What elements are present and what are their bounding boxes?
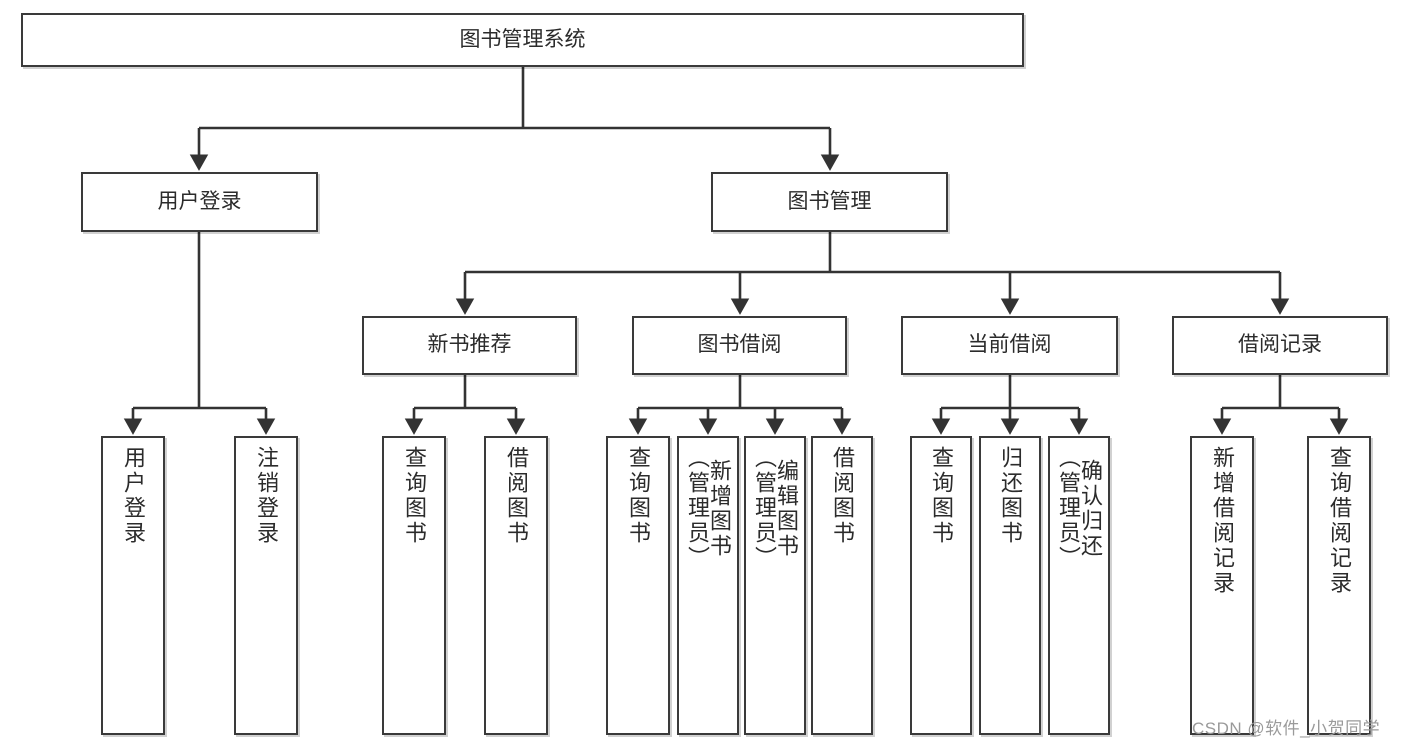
leaf-confirm-return-admin-label: 确认归还 （管理员） xyxy=(1056,446,1103,571)
leaf-user-login[interactable]: 用户登录 xyxy=(101,436,165,735)
leaf-borrow-books-borrow-label: 借阅图书 xyxy=(830,446,855,546)
leaf-return-books[interactable]: 归还图书 xyxy=(979,436,1041,735)
csdn-watermark: CSDN @软件_小贺同学 xyxy=(1192,719,1381,738)
leaf-query-books-current[interactable]: 查询图书 xyxy=(910,436,972,735)
node-new-book-recommend[interactable]: 新书推荐 xyxy=(362,316,577,375)
leaf-add-book-admin-label: 新增图书 （管理员） xyxy=(685,446,732,571)
node-borrow-records-label: 借阅记录 xyxy=(1238,333,1322,357)
node-new-book-recommend-label: 新书推荐 xyxy=(427,333,512,357)
node-current-borrow-label: 当前借阅 xyxy=(967,333,1052,357)
leaf-add-borrow-record-label: 新增借阅记录 xyxy=(1210,446,1235,596)
leaf-borrow-books-recommend-label: 借阅图书 xyxy=(504,446,529,546)
leaf-borrow-books-borrow[interactable]: 借阅图书 xyxy=(811,436,873,735)
node-current-borrow[interactable]: 当前借阅 xyxy=(901,316,1118,375)
leaf-add-borrow-record[interactable]: 新增借阅记录 xyxy=(1190,436,1254,735)
leaf-add-book-admin[interactable]: 新增图书 （管理员） xyxy=(677,436,739,735)
leaf-query-borrow-record[interactable]: 查询借阅记录 xyxy=(1307,436,1371,735)
leaf-query-books-recommend-label: 查询图书 xyxy=(402,446,427,546)
leaf-query-books-current-label: 查询图书 xyxy=(929,446,954,546)
leaf-user-login-label: 用户登录 xyxy=(121,446,146,546)
node-book-borrow[interactable]: 图书借阅 xyxy=(632,316,847,375)
leaf-query-books-borrow[interactable]: 查询图书 xyxy=(606,436,670,735)
node-book-management[interactable]: 图书管理 xyxy=(711,172,948,232)
leaf-edit-book-admin-label: 编辑图书 （管理员） xyxy=(752,446,799,571)
node-book-borrow-label: 图书借阅 xyxy=(697,333,782,357)
node-book-management-label: 图书管理 xyxy=(787,189,872,213)
node-root[interactable]: 图书管理系统 xyxy=(21,13,1024,67)
leaf-logout-label: 注销登录 xyxy=(254,446,279,546)
node-user-login-label: 用户登录 xyxy=(157,189,242,213)
leaf-confirm-return-admin[interactable]: 确认归还 （管理员） xyxy=(1048,436,1110,735)
node-borrow-records[interactable]: 借阅记录 xyxy=(1172,316,1388,375)
leaf-query-books-borrow-label: 查询图书 xyxy=(626,446,651,546)
leaf-query-borrow-record-label: 查询借阅记录 xyxy=(1327,446,1352,596)
leaf-borrow-books-recommend[interactable]: 借阅图书 xyxy=(484,436,548,735)
leaf-return-books-label: 归还图书 xyxy=(998,446,1023,546)
leaf-edit-book-admin[interactable]: 编辑图书 （管理员） xyxy=(744,436,806,735)
node-user-login[interactable]: 用户登录 xyxy=(81,172,318,232)
node-root-label: 图书管理系统 xyxy=(459,27,586,51)
leaf-query-books-recommend[interactable]: 查询图书 xyxy=(382,436,446,735)
leaf-logout[interactable]: 注销登录 xyxy=(234,436,298,735)
